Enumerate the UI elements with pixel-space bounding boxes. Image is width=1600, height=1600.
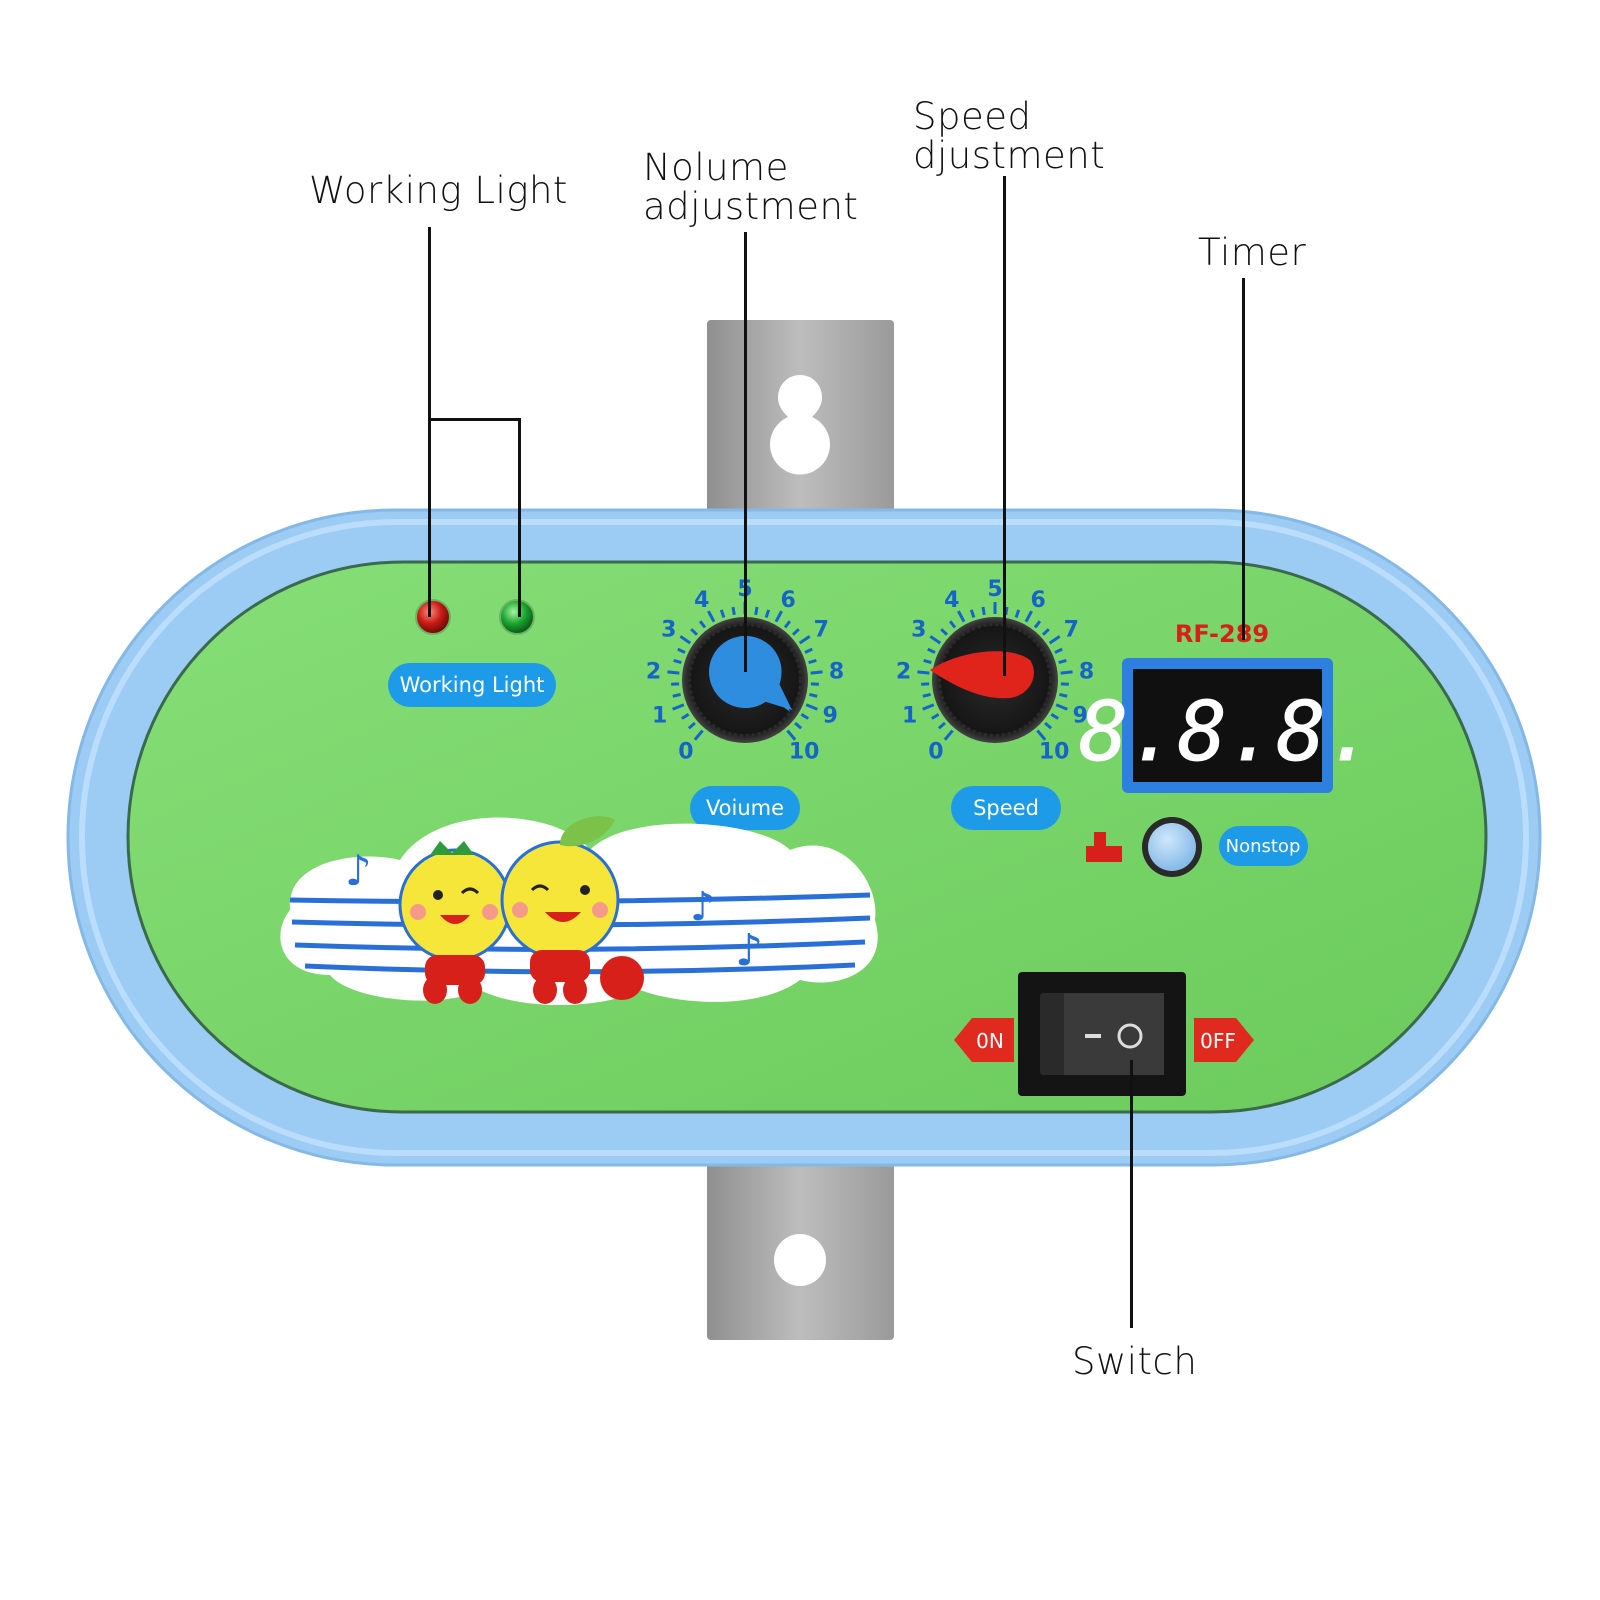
speed-scale-label: 3 xyxy=(911,618,926,643)
volume-scale-label: 6 xyxy=(781,588,796,613)
working-light-label: Working Light xyxy=(400,673,545,697)
speed-dial[interactable]: 01 234 5 678 910 xyxy=(896,577,1094,764)
nonstop-label: Nonstop xyxy=(1226,836,1301,857)
leader-speed xyxy=(1003,176,1006,676)
model-label: RF-289 xyxy=(1175,620,1269,648)
leader-timer xyxy=(1242,278,1245,640)
speed-scale-label: 10 xyxy=(1039,739,1070,764)
volume-scale-label: 10 xyxy=(789,739,820,764)
svg-text:0FF: 0FF xyxy=(1200,1029,1236,1053)
bottom-bracket xyxy=(707,1160,894,1340)
volume-scale-label: 3 xyxy=(661,618,676,643)
speed-scale-label: 0 xyxy=(928,739,943,764)
leader-volume xyxy=(744,232,747,672)
speed-scale-label: 7 xyxy=(1064,618,1079,643)
volume-scale-label: 4 xyxy=(694,588,709,613)
speed-label: Speed xyxy=(973,796,1039,820)
leader-working-light-horizontal xyxy=(428,418,520,421)
timer-digits: 8.8.8. xyxy=(1079,685,1375,780)
top-bracket xyxy=(707,320,894,515)
callout-switch: Switch xyxy=(1072,1340,1198,1383)
leader-working-light-branch xyxy=(518,418,521,617)
callout-volume-line2: adjustment xyxy=(643,185,859,228)
speed-scale-label: 5 xyxy=(987,577,1002,602)
volume-scale-label: 8 xyxy=(829,659,844,684)
speed-scale-label: 8 xyxy=(1079,659,1094,684)
callout-volume-line1: Nolume xyxy=(643,146,789,189)
off-arrow: 0FF xyxy=(1194,1018,1254,1062)
svg-text:♪: ♪ xyxy=(690,884,716,930)
callout-speed-line2: djustment xyxy=(913,134,1106,177)
red-led xyxy=(415,599,451,635)
volume-scale-label: 0 xyxy=(678,739,693,764)
svg-text:♪: ♪ xyxy=(345,846,372,895)
svg-text:0N: 0N xyxy=(976,1029,1004,1053)
fruit-cartoon-sticker: ♪ ♪ ♪ xyxy=(280,816,878,1005)
volume-label: Voiume xyxy=(706,796,784,820)
speed-scale-label: 4 xyxy=(944,588,959,613)
speed-knob-pointer xyxy=(930,651,1034,699)
volume-scale-label: 7 xyxy=(814,618,829,643)
speed-scale-label: 9 xyxy=(1073,703,1088,728)
svg-text:♪: ♪ xyxy=(735,925,763,976)
speed-scale-label: 1 xyxy=(902,703,917,728)
callout-speed-line1: Speed xyxy=(913,95,1032,138)
speed-scale-label: 2 xyxy=(896,659,911,684)
on-arrow: 0N xyxy=(954,1018,1014,1062)
speed-scale-label: 6 xyxy=(1031,588,1046,613)
push-icon xyxy=(1086,832,1122,862)
power-rocker-switch[interactable] xyxy=(1018,972,1186,1096)
leader-working-light-vertical xyxy=(428,227,431,617)
callout-timer: Timer xyxy=(1198,231,1307,274)
green-led xyxy=(499,599,535,635)
volume-scale-label: 2 xyxy=(646,659,661,684)
volume-scale-label: 1 xyxy=(652,703,667,728)
callout-working-light: Working Light xyxy=(309,169,568,212)
leader-switch xyxy=(1130,1060,1133,1328)
volume-scale-label: 9 xyxy=(823,703,838,728)
